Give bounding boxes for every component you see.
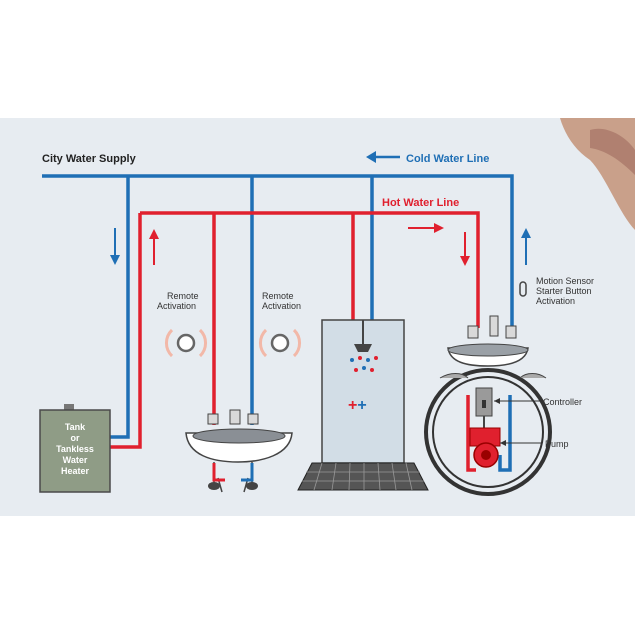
arrow-down-icon [460,256,470,266]
cold-to-heater [110,176,130,439]
water-heater: Tank or Tankless Water Heater [39,404,111,493]
remote-activation-label-3: Remote [262,291,294,301]
hot-main [140,211,480,328]
arrow-left-icon [366,151,376,163]
heater-label-2: or [71,433,80,443]
hot-water-line-label: Hot Water Line [382,197,459,209]
arrow-right-icon [434,223,444,233]
city-supply-main [42,174,514,328]
flow-arrows [110,151,531,266]
hot-pump-loop [466,395,476,472]
shower-plus-label: ++ [348,397,367,414]
remote-signal-icon [259,328,301,358]
sink-icon [185,409,293,493]
motion-sensor-label-2: Starter Button [536,286,592,296]
pointer-icon [494,398,500,404]
arrow-up-icon [521,228,531,238]
controller-label: Controller [543,397,582,407]
arrow-down-icon [110,255,120,265]
heater-label-3: Tankless [56,444,94,454]
hot-from-heater [110,213,142,449]
remote-activation-label-4: Activation [262,301,301,311]
cold-pump-loop [498,395,512,472]
heater-label-1: Tank [65,422,86,432]
arrow-up-icon [149,229,159,239]
pump-unit [424,315,552,496]
motion-sensor-label-3: Activation [536,296,575,306]
heater-label-4: Water [63,455,88,465]
cold-water-line-label: Cold Water Line [406,153,489,165]
pointer-icon [500,440,506,446]
city-water-supply-label: City Water Supply [42,153,137,165]
motion-sensor-button-icon [519,281,527,297]
pump-label: Pump [545,439,569,449]
heater-label-5: Heater [61,466,90,476]
remote-signal-icon [165,328,207,358]
remote-activation-label-2: Activation [157,301,196,311]
remote-activation-label-1: Remote [167,291,199,301]
cold-water-lines [42,174,514,472]
shower-icon: ++ [297,319,429,491]
motion-sensor-label-1: Motion Sensor [536,276,594,286]
